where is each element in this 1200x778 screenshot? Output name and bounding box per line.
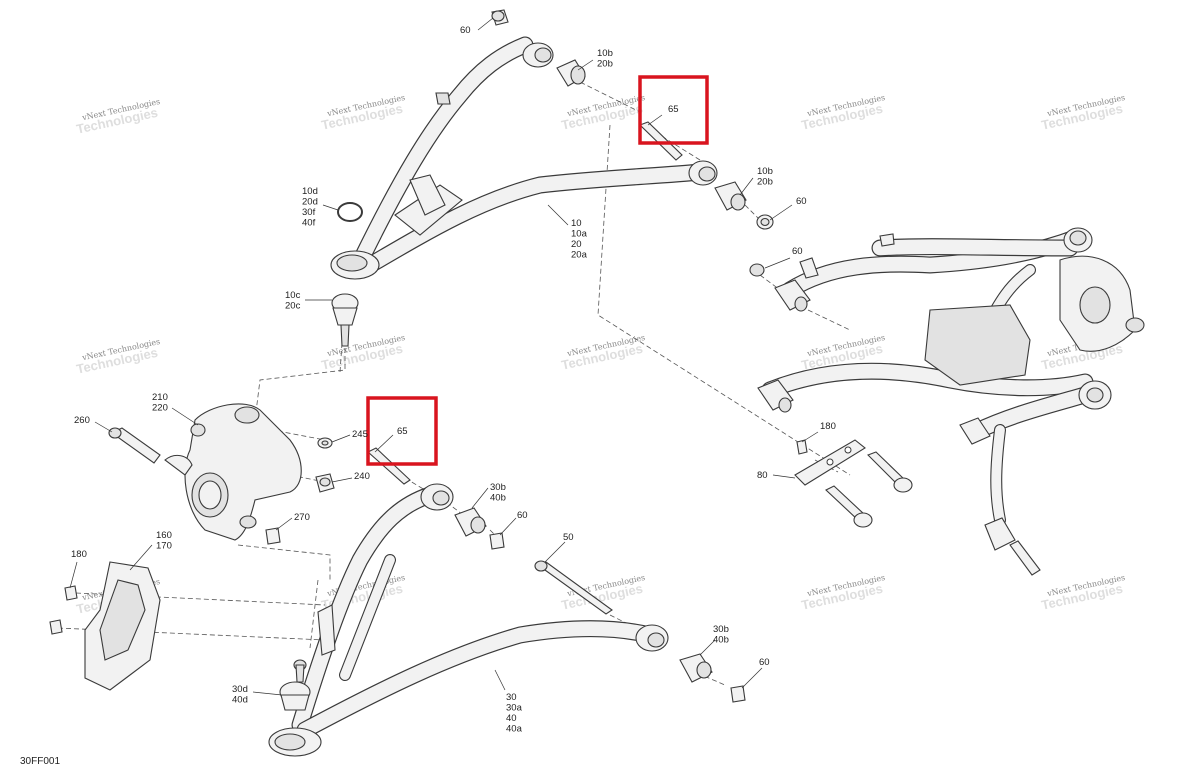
callout-label: 60 — [796, 196, 807, 207]
upper-a-arm — [330, 36, 718, 280]
callout-line: 60 — [460, 25, 471, 36]
callout-line: 160 — [156, 530, 172, 541]
bracket-and-pins — [794, 439, 913, 528]
callout-line: 50 — [563, 532, 574, 543]
callout-label: 60 — [759, 657, 770, 668]
callout-line: 180 — [820, 421, 836, 432]
steering-knuckle — [164, 403, 302, 541]
callout-line: 60 — [759, 657, 770, 668]
callout-label: 60 — [517, 510, 528, 521]
callout-label: 180 — [71, 549, 87, 560]
knuckle-hardware — [108, 427, 411, 545]
callout-label: 270 — [294, 512, 310, 523]
callout-line: 30 — [506, 692, 517, 703]
callout-label: 80 — [757, 470, 768, 481]
callout-line: 10b — [597, 48, 613, 59]
callout-line: 10c — [285, 290, 301, 301]
figure-id-label: 30FF001 — [20, 756, 60, 767]
splash-guard — [49, 561, 161, 691]
upper-arm-hardware — [331, 9, 774, 347]
callout-line: 40f — [302, 218, 316, 229]
callout-line: 20 — [571, 239, 582, 250]
callout-line: 170 — [156, 541, 172, 552]
callout-line: 20b — [597, 59, 613, 70]
callout-line: 40b — [713, 635, 729, 646]
callout-line: 30f — [302, 207, 316, 218]
callout-line: 30b — [713, 624, 729, 635]
leader-lines — [69, 17, 819, 696]
callout-line: 20d — [302, 197, 318, 208]
callout-label: 60 — [460, 25, 471, 36]
callout-line: 10b — [757, 166, 773, 177]
callout-line: 60 — [796, 196, 807, 207]
callout-line: 60 — [517, 510, 528, 521]
callout-line: 20b — [757, 177, 773, 188]
assembly-guide-lines — [57, 74, 851, 686]
callout-line: 40d — [232, 695, 248, 706]
callout-line: 65 — [668, 104, 679, 115]
callout-line: 30d — [232, 684, 248, 695]
lower-a-arm — [268, 483, 669, 757]
callout-line: 180 — [71, 549, 87, 560]
lower-arm-hardware — [279, 507, 746, 711]
callout-line: 80 — [757, 470, 768, 481]
callout-label: 260 — [74, 415, 90, 426]
callout-line: 30b — [490, 482, 506, 493]
callout-label: 65 — [668, 104, 679, 115]
callout-label: 65 — [397, 426, 408, 437]
assembled-suspension-view — [749, 227, 1145, 576]
callout-line: 260 — [74, 415, 90, 426]
callout-line: 65 — [397, 426, 408, 437]
callout-line: 20a — [571, 250, 588, 261]
callout-label: 240 — [354, 471, 370, 482]
callout-line: 240 — [354, 471, 370, 482]
callout-line: 210 — [152, 392, 168, 403]
callout-line: 40b — [490, 493, 506, 504]
highlight-box-lower-pin — [366, 396, 438, 466]
callout-label: 245 — [352, 429, 368, 440]
callout-line: 20c — [285, 301, 301, 312]
callout-line: 270 — [294, 512, 310, 523]
callout-line: 10 — [571, 218, 582, 229]
callout-line: 30a — [506, 703, 523, 714]
callout-line: 220 — [152, 403, 168, 414]
callout-line: 10d — [302, 186, 318, 197]
callout-line: 40 — [506, 713, 517, 724]
callout-line: 245 — [352, 429, 368, 440]
callout-label: 60 — [792, 246, 803, 257]
callout-line: 60 — [792, 246, 803, 257]
callout-label: 50 — [563, 532, 574, 543]
callout-label: 180 — [820, 421, 836, 432]
callout-line: 40a — [506, 724, 523, 735]
highlight-box-upper-pin — [638, 75, 709, 145]
callout-line: 10a — [571, 229, 588, 240]
